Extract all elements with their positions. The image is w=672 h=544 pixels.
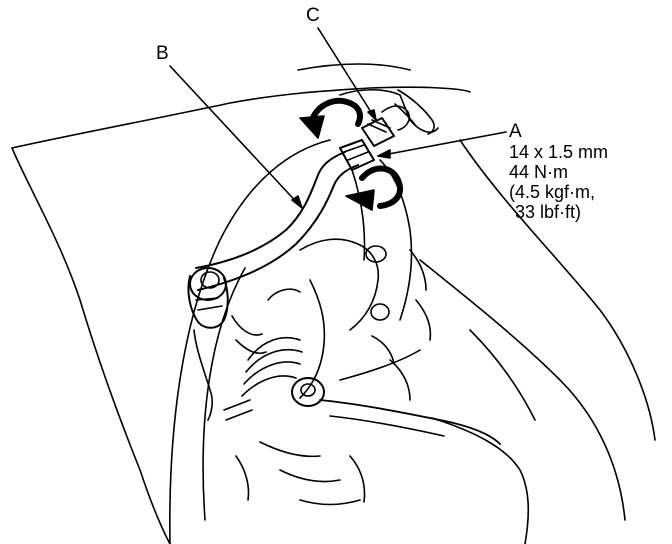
wheel-well-inner [202, 267, 246, 521]
flare-nut [339, 139, 375, 171]
stud-top [381, 105, 411, 131]
link-bushing [187, 275, 229, 329]
leader-c-head [367, 109, 377, 121]
strut-body-2 [351, 169, 366, 261]
lower-arm-2 [329, 415, 445, 437]
body-right [459, 139, 656, 441]
wheel-well-arc [169, 139, 331, 544]
leader-a [377, 131, 507, 157]
rotate-arrow-upper [309, 97, 363, 127]
rotate-arrow-upper-head [299, 115, 325, 139]
lower-arm [319, 399, 501, 445]
body-right-lower2 [469, 329, 536, 421]
drive-boot [241, 337, 303, 397]
leader-b-head [291, 195, 303, 209]
strut-body [379, 159, 413, 321]
label-a: A [509, 121, 522, 142]
spec-torque-kgf: (4.5 kgf·m, [509, 182, 596, 202]
lower-arm-3 [339, 349, 421, 381]
body-outline [11, 86, 471, 149]
body-right-step [431, 417, 530, 544]
drive-shaft [223, 399, 253, 421]
knuckle-2 [299, 279, 326, 399]
spec-torque-nm: 44 N·m [509, 162, 569, 182]
ball-joint-inner [300, 383, 316, 397]
label-c: C [306, 5, 320, 26]
stabilizer-link-inner [197, 164, 359, 291]
callout-a: A 14 x 1.5 mm 44 N·m (4.5 kgf·m, 33 lbf·… [509, 121, 609, 223]
label-b: B [156, 43, 169, 64]
nut-c-thread [367, 119, 391, 133]
knuckle [299, 238, 380, 331]
stabilizer-link-outer [195, 151, 346, 269]
leader-a-head [377, 149, 391, 159]
spec-size: 14 x 1.5 mm [509, 142, 609, 162]
link-end-lower-inner [200, 271, 220, 289]
rotate-arrow-lower-head [345, 189, 375, 211]
link-bolt-lower [195, 297, 223, 311]
rotate-arrow-lower [359, 165, 403, 209]
body-right-lower [419, 259, 626, 521]
detail-lines [231, 249, 432, 506]
fender-left [11, 147, 171, 544]
brake-line [193, 329, 213, 421]
leader-c [317, 27, 377, 121]
knuckle-boss-2 [370, 303, 390, 321]
flare-nut-hex [343, 144, 369, 161]
strut-mount [397, 89, 435, 135]
body-outline-upper [297, 63, 411, 71]
spec-torque-lbf: 33 lbf·ft) [515, 202, 582, 222]
leader-b [169, 65, 303, 209]
knuckle-boss [365, 245, 387, 263]
strut-top [339, 88, 439, 133]
ball-joint [291, 377, 325, 407]
